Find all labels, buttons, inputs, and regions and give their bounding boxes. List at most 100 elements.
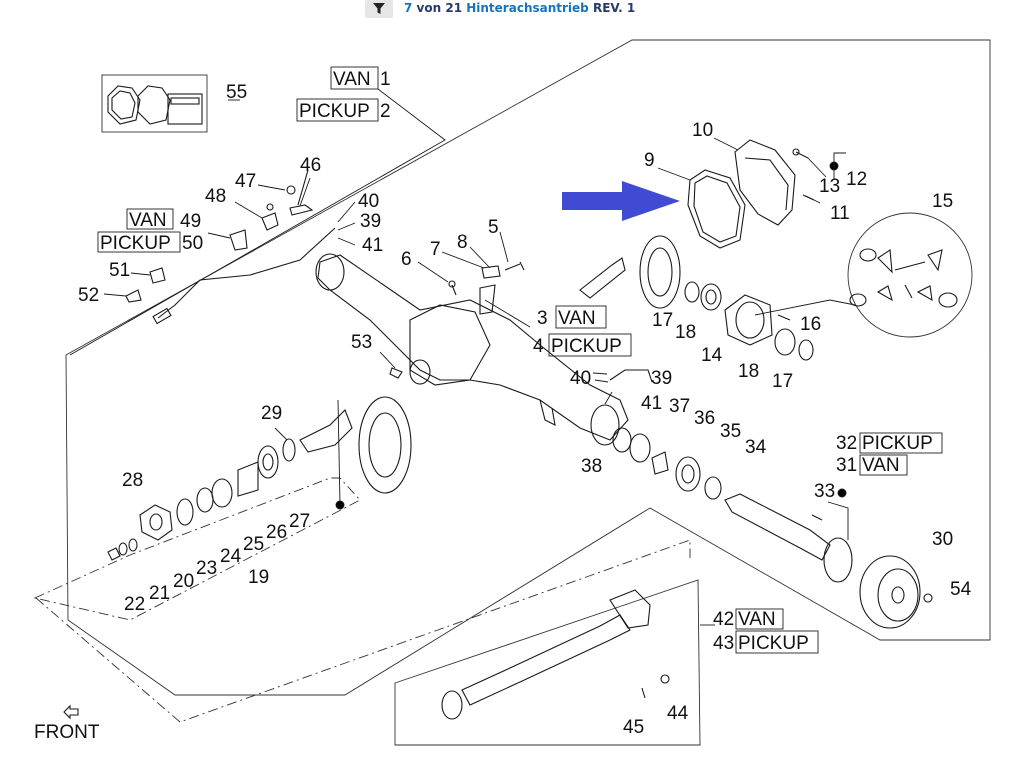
brake-pipe-right-part[interactable] [609,369,653,383]
callout-38[interactable]: 38 [581,456,602,477]
bolt-5-part[interactable] [504,261,525,271]
spacer-25-part[interactable] [237,461,259,497]
callout-6[interactable]: 6 [401,249,412,270]
flange-28-part[interactable] [139,504,173,541]
propeller-shaft-part[interactable] [441,589,651,720]
callout-12[interactable]: 12 [846,169,867,190]
callout-39b[interactable]: 39 [651,368,672,389]
callout-23[interactable]: 23 [196,558,217,579]
bolt-45-part[interactable] [641,687,646,699]
callout-5[interactable]: 5 [488,217,499,238]
callout-40b[interactable]: 40 [570,368,591,389]
screw-54-part[interactable] [923,593,933,603]
differential-gears-15-part[interactable] [847,212,973,338]
callout-49[interactable]: 49 [180,211,201,232]
callout-52[interactable]: 52 [78,285,99,306]
bolt-6-part[interactable] [448,280,457,296]
callout-17a[interactable]: 17 [652,310,673,331]
nut-44-part[interactable] [660,674,670,684]
washer-29-part[interactable] [282,438,296,462]
callout-39a[interactable]: 39 [360,211,381,232]
washer-20-21-part[interactable] [118,538,138,556]
callout-25[interactable]: 25 [243,534,264,555]
callout-9[interactable]: 9 [644,150,655,171]
gasket-9-part[interactable] [687,169,746,249]
bearing-24-part[interactable] [211,478,233,508]
callout-41b[interactable]: 41 [641,393,662,414]
callout-46[interactable]: 46 [300,155,321,176]
bearing-35-part[interactable] [675,456,701,492]
callout-13[interactable]: 13 [819,176,840,197]
callout-24[interactable]: 24 [220,546,242,567]
ring-gear-upper-part[interactable] [639,235,681,309]
bracket-46-part[interactable] [289,169,314,216]
plug-12-13-part[interactable] [792,148,809,159]
callout-22[interactable]: 22 [124,594,145,615]
callout-4[interactable]: 4 [533,336,544,357]
plug-53-part[interactable] [389,367,403,379]
callout-43[interactable]: 43 [713,633,734,654]
bolts-33-part[interactable] [811,514,823,521]
callout-51[interactable]: 51 [109,260,130,281]
callout-3[interactable]: 3 [537,308,548,329]
nut-22-part[interactable] [107,547,121,561]
lower-ring-gear-part[interactable] [358,396,412,494]
filter-button[interactable] [365,0,393,18]
bolt-16-part[interactable] [777,314,791,321]
callout-18a[interactable]: 18 [675,322,696,343]
callout-21[interactable]: 21 [149,583,170,604]
clip-52-part[interactable] [125,289,142,303]
callout-2[interactable]: 2 [380,101,391,122]
callout-7[interactable]: 7 [430,239,441,260]
callout-53[interactable]: 53 [351,332,372,353]
seal-34-part[interactable] [704,476,722,500]
callout-42[interactable]: 42 [713,609,734,630]
callout-36[interactable]: 36 [694,408,715,429]
clip-47-part[interactable] [266,185,296,211]
brake-cable-part[interactable] [152,227,336,325]
bearing-37-part[interactable] [629,433,651,463]
callout-17b[interactable]: 17 [772,371,793,392]
callout-35[interactable]: 35 [720,421,741,442]
bearing-17-18-upper-part[interactable] [684,281,722,311]
lower-pinion-part[interactable] [299,409,353,453]
callout-40a[interactable]: 40 [358,191,379,212]
callout-26[interactable]: 26 [266,522,287,543]
rear-cover-10-part[interactable] [734,139,796,226]
bracket-48-part[interactable] [261,212,279,231]
callout-48[interactable]: 48 [205,186,226,207]
callout-15[interactable]: 15 [932,191,953,212]
callout-27[interactable]: 27 [289,511,310,532]
callout-44[interactable]: 44 [667,703,689,724]
axle-shaft-part[interactable] [724,493,853,583]
callout-10[interactable]: 10 [692,120,713,141]
callout-32[interactable]: 32 [836,433,857,454]
callout-20[interactable]: 20 [173,571,194,592]
callout-45[interactable]: 45 [623,717,644,738]
plate-7-8-part[interactable] [481,265,501,279]
bearing-17-18-lower-part[interactable] [774,328,814,361]
seal-38-part[interactable] [612,427,632,453]
section-title-link[interactable]: Hinterachsantrieb [466,1,589,15]
callout-1[interactable]: 1 [380,69,391,90]
callout-50[interactable]: 50 [182,233,203,254]
callout-34[interactable]: 34 [745,437,767,458]
brake-drum-30-part[interactable] [859,555,921,629]
callout-16[interactable]: 16 [800,314,821,335]
callout-19[interactable]: 19 [248,567,269,588]
callout-29[interactable]: 29 [261,403,282,424]
gasket-kit-part[interactable] [101,74,208,133]
callout-18b[interactable]: 18 [738,361,759,382]
oil-seal-part[interactable] [176,498,194,526]
bracket-49-50-part[interactable] [229,229,248,251]
callout-11[interactable]: 11 [830,203,850,224]
differential-case-14-part[interactable] [724,294,773,346]
seal-23-part[interactable] [196,487,214,513]
ring-36-part[interactable] [651,451,669,475]
callout-55[interactable]: 55 [226,82,247,103]
clip-51-part[interactable] [149,267,166,284]
callout-33[interactable]: 33 [814,481,835,502]
pinion-upper-part[interactable] [579,257,626,299]
callout-41a[interactable]: 41 [362,235,383,256]
callout-37[interactable]: 37 [669,396,690,417]
